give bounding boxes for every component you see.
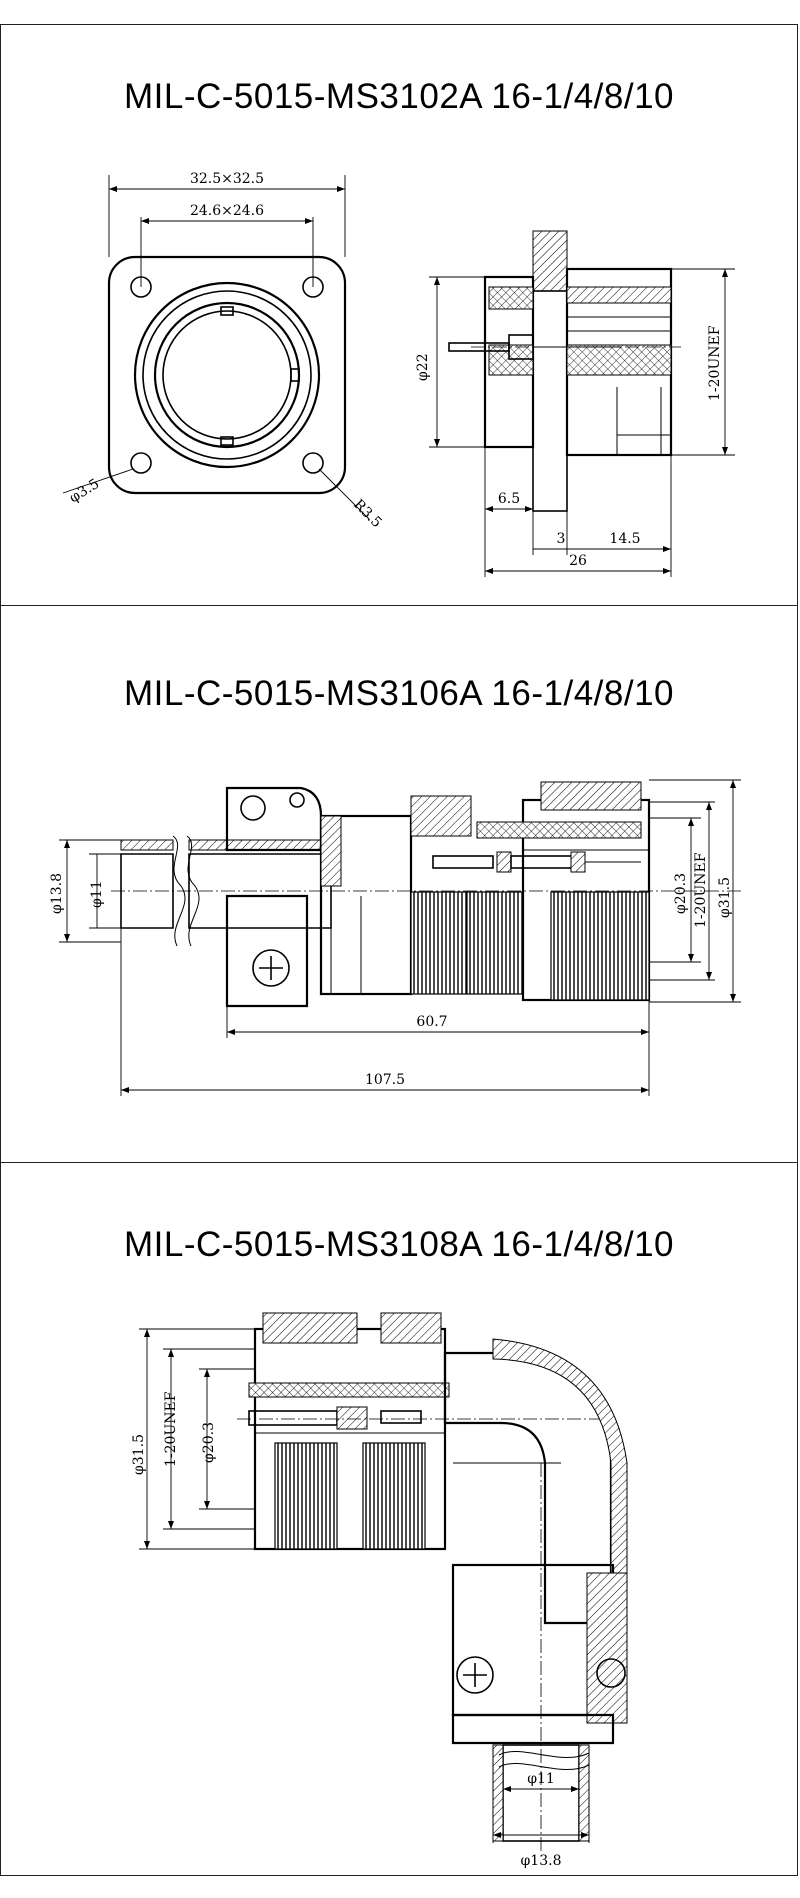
- dim-flange-offset: 6.5: [498, 491, 520, 507]
- front-view: 32.5×32.5 24.6×24.6: [62, 171, 385, 532]
- ms3108a-drawing: φ31.5 1-20UNEF φ20.3: [131, 1312, 628, 1869]
- dim-cable-inner: φ11: [89, 880, 105, 908]
- dim-thread: 1-20UNEF: [163, 1391, 179, 1467]
- dim-hole-dia: φ3.5: [67, 476, 103, 507]
- ms3102a-drawing: 32.5×32.5 24.6×24.6: [62, 171, 735, 577]
- side-view: φ22 1-20UNEF: [415, 230, 735, 577]
- dim-insert-dia: φ20.3: [673, 873, 689, 914]
- panel-ms3108a: MIL-C-5015-MS3108A 16-1/4/8/10 φ31.5 1-2…: [0, 1162, 798, 1876]
- panel-title: MIL-C-5015-MS3102A 16-1/4/8/10: [123, 77, 675, 116]
- panel-title: MIL-C-5015-MS3108A 16-1/4/8/10: [123, 1225, 675, 1264]
- dim-thread: 1-20UNEF: [693, 852, 709, 928]
- dim-total-len: 26: [569, 553, 587, 569]
- dim-front-len: 14.5: [609, 531, 640, 547]
- dim-body-len: 60.7: [416, 1014, 447, 1030]
- dim-coupling-dia: φ31.5: [131, 1434, 147, 1475]
- panel-ms3106a: MIL-C-5015-MS3106A 16-1/4/8/10 φ13.8 φ11: [0, 605, 798, 1163]
- dim-cable-inner: φ11: [527, 1771, 555, 1787]
- dim-thread: 1-20UNEF: [707, 325, 723, 401]
- dim-insert-dia: φ20.3: [201, 1422, 217, 1463]
- dim-cable-outer: φ13.8: [49, 873, 65, 914]
- dim-body-dia: φ22: [415, 353, 431, 381]
- ms3106a-drawing: φ13.8 φ11: [49, 779, 741, 1096]
- dim-flange-thk: 3: [557, 531, 566, 547]
- panel-ms3102a: MIL-C-5015-MS3102A 16-1/4/8/10 32.5×32.5…: [0, 24, 798, 606]
- dim-cable-outer: φ13.8: [521, 1853, 562, 1869]
- dim-radius: R3.5: [350, 497, 385, 532]
- dim-coupling-dia: φ31.5: [717, 877, 733, 918]
- panel-title: MIL-C-5015-MS3106A 16-1/4/8/10: [123, 674, 675, 713]
- dim-outer-square: 32.5×32.5: [190, 171, 264, 187]
- dim-hole-spacing: 24.6×24.6: [190, 203, 264, 219]
- dim-total-len: 107.5: [365, 1072, 405, 1088]
